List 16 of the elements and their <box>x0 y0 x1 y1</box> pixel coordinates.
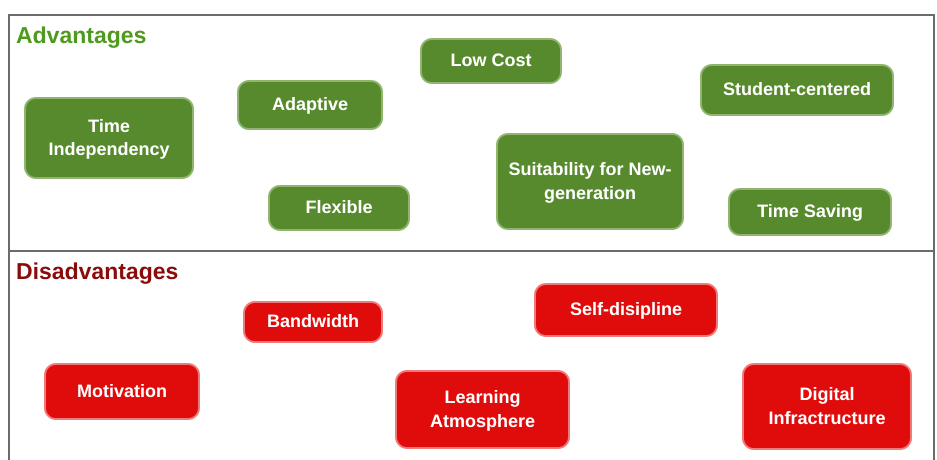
item-box: Time Independency <box>24 97 194 179</box>
item-box: Student-centered <box>700 64 894 116</box>
section-heading: Disadvantages <box>16 260 178 283</box>
item-box: Suitability for New-generation <box>496 133 684 230</box>
item-box: Time Saving <box>728 188 892 236</box>
item-box: Digital Infractructure <box>742 363 912 450</box>
section-panel <box>8 250 935 460</box>
item-box: Flexible <box>268 185 410 231</box>
item-box: Low Cost <box>420 38 562 84</box>
section-heading: Advantages <box>16 24 146 47</box>
item-box: Bandwidth <box>243 301 383 343</box>
section-panel <box>8 14 935 250</box>
item-box: Adaptive <box>237 80 383 130</box>
item-box: Motivation <box>44 363 200 420</box>
item-box: Learning Atmosphere <box>395 370 570 449</box>
item-box: Self-disipline <box>534 283 718 337</box>
